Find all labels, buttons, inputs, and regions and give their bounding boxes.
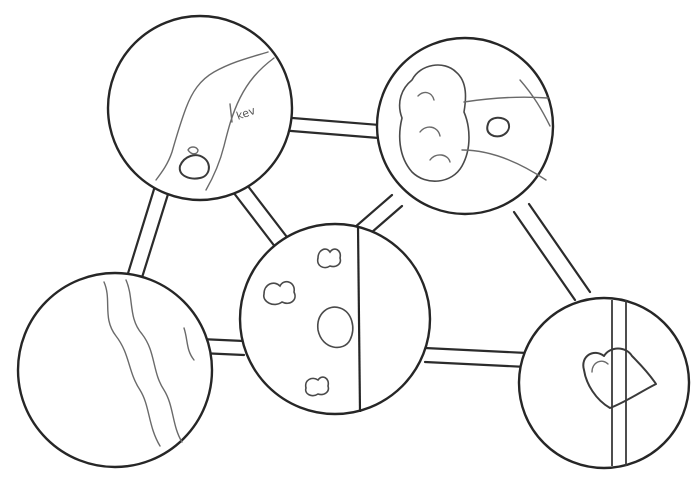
- node-top-right: [377, 38, 553, 214]
- node-center: [240, 224, 430, 414]
- node-top-left: kev: [108, 16, 292, 200]
- connector-center-to-bottom-right: [425, 348, 527, 367]
- node-bottom-left-outline: [18, 273, 212, 467]
- tree-canopy-icon: [400, 65, 469, 181]
- cloud-icon: [318, 249, 341, 267]
- node-bottom-right: [519, 298, 689, 468]
- cloud-icon: [264, 282, 295, 305]
- node-bottom-right-outline: [519, 298, 689, 468]
- cloud-icon: [318, 307, 353, 347]
- node-bottom-left: [18, 273, 212, 467]
- connector-top-right-to-bottom-right: [514, 204, 590, 300]
- connector-top-left-to-top-right: [279, 117, 392, 139]
- cloud-icon: [306, 377, 329, 395]
- node-top-left-outline: [108, 16, 292, 200]
